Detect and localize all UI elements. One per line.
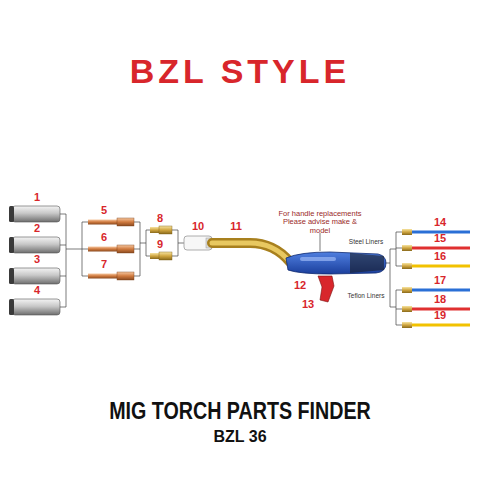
contact-tips-part-part [117,245,134,253]
bracket-lines-part [385,232,402,325]
contact-tips-part [88,245,134,253]
handle-note: For handle replacements Please advise ma… [274,210,366,235]
contact-tips-part-part [88,247,118,252]
liners-part-part [402,287,412,293]
callout-number: 1 [34,191,40,203]
callout-number: 19 [434,309,446,321]
contact-tips-part [88,218,134,226]
nozzles-part-part [9,299,14,315]
gooseneck-part [212,243,290,262]
callout-number: 17 [434,274,446,286]
liners-part-part [412,289,470,292]
callout-number: 9 [157,238,163,250]
nozzles-part-part [9,206,14,222]
callout-number: 18 [434,293,446,305]
contact-tips-part-part [117,272,134,280]
nozzles-part-part [12,206,60,222]
torch-handle-part [286,252,386,274]
liners-part [402,322,470,328]
callout-number: 3 [34,253,40,265]
nozzles-part-part [9,237,14,253]
liners-part-part [402,263,412,269]
contact-tips-part-part [117,218,134,226]
callout-number: 8 [157,212,163,224]
nozzles-part [9,206,60,222]
callout-number: 14 [434,216,446,228]
nozzles-part-part [12,299,60,315]
callout-number: 16 [434,250,446,262]
nozzles-part [9,299,60,315]
gooseneck [212,243,290,262]
tip-holders-part [150,252,172,260]
liners [402,229,470,328]
page-caption: MIG TORCH PARTS FINDER [109,398,371,424]
torch-handle [286,252,386,274]
bracket-lines [60,214,402,325]
callout-number: 11 [230,220,242,232]
liners-part [402,263,470,269]
liners-part-part [402,245,412,251]
tip-holders-part-part [150,253,160,259]
trigger [318,276,334,302]
nozzles-part [9,237,60,253]
nozzles [9,206,60,315]
bracket-lines-part [172,230,184,256]
torch-handle-part [350,253,384,273]
callout-number: 2 [34,222,40,234]
contact-tips-part [88,272,134,280]
group-label: Steel Liners [349,238,383,245]
callout-number: 10 [192,220,204,232]
bracket-lines-part [60,214,88,307]
liners-part-part [402,229,412,235]
nozzles-part-part [9,268,14,284]
contact-tips-part-part [88,220,118,225]
liners-part-part [412,265,470,268]
liners-part [402,287,470,293]
nozzles-part-part [12,237,60,253]
gooseneck-part [212,243,290,262]
liners-part-part [402,322,412,328]
trigger-part [318,276,334,302]
liners-part-part [412,247,470,250]
callout-number: 6 [101,231,107,243]
tip-holders-part-part [159,252,172,260]
callout-number: 7 [101,258,107,270]
nozzles-part [9,268,60,284]
group-label: Teflon Liners [348,292,385,299]
liners-part-part [402,306,412,312]
nozzles-part-part [12,268,60,284]
model-label: BZL 36 [213,428,266,446]
callout-number: 15 [434,232,446,244]
callout-number: 5 [101,204,107,216]
bracket-lines-part [320,233,321,251]
page-title: BZL STYLE [130,53,351,90]
torch-handle-part [300,257,336,261]
bracket-lines-part [134,222,150,276]
callout-number: 12 [294,279,306,291]
tip-holders-part [150,226,172,234]
callout-number: 13 [302,298,314,310]
tip-holders-part-part [150,227,160,233]
tip-holders-part-part [159,226,172,234]
contact-tips [88,218,134,280]
contact-tips-part-part [88,274,118,279]
tip-holders [150,226,172,260]
liners-part-part [412,324,470,327]
callout-number: 4 [34,284,40,296]
